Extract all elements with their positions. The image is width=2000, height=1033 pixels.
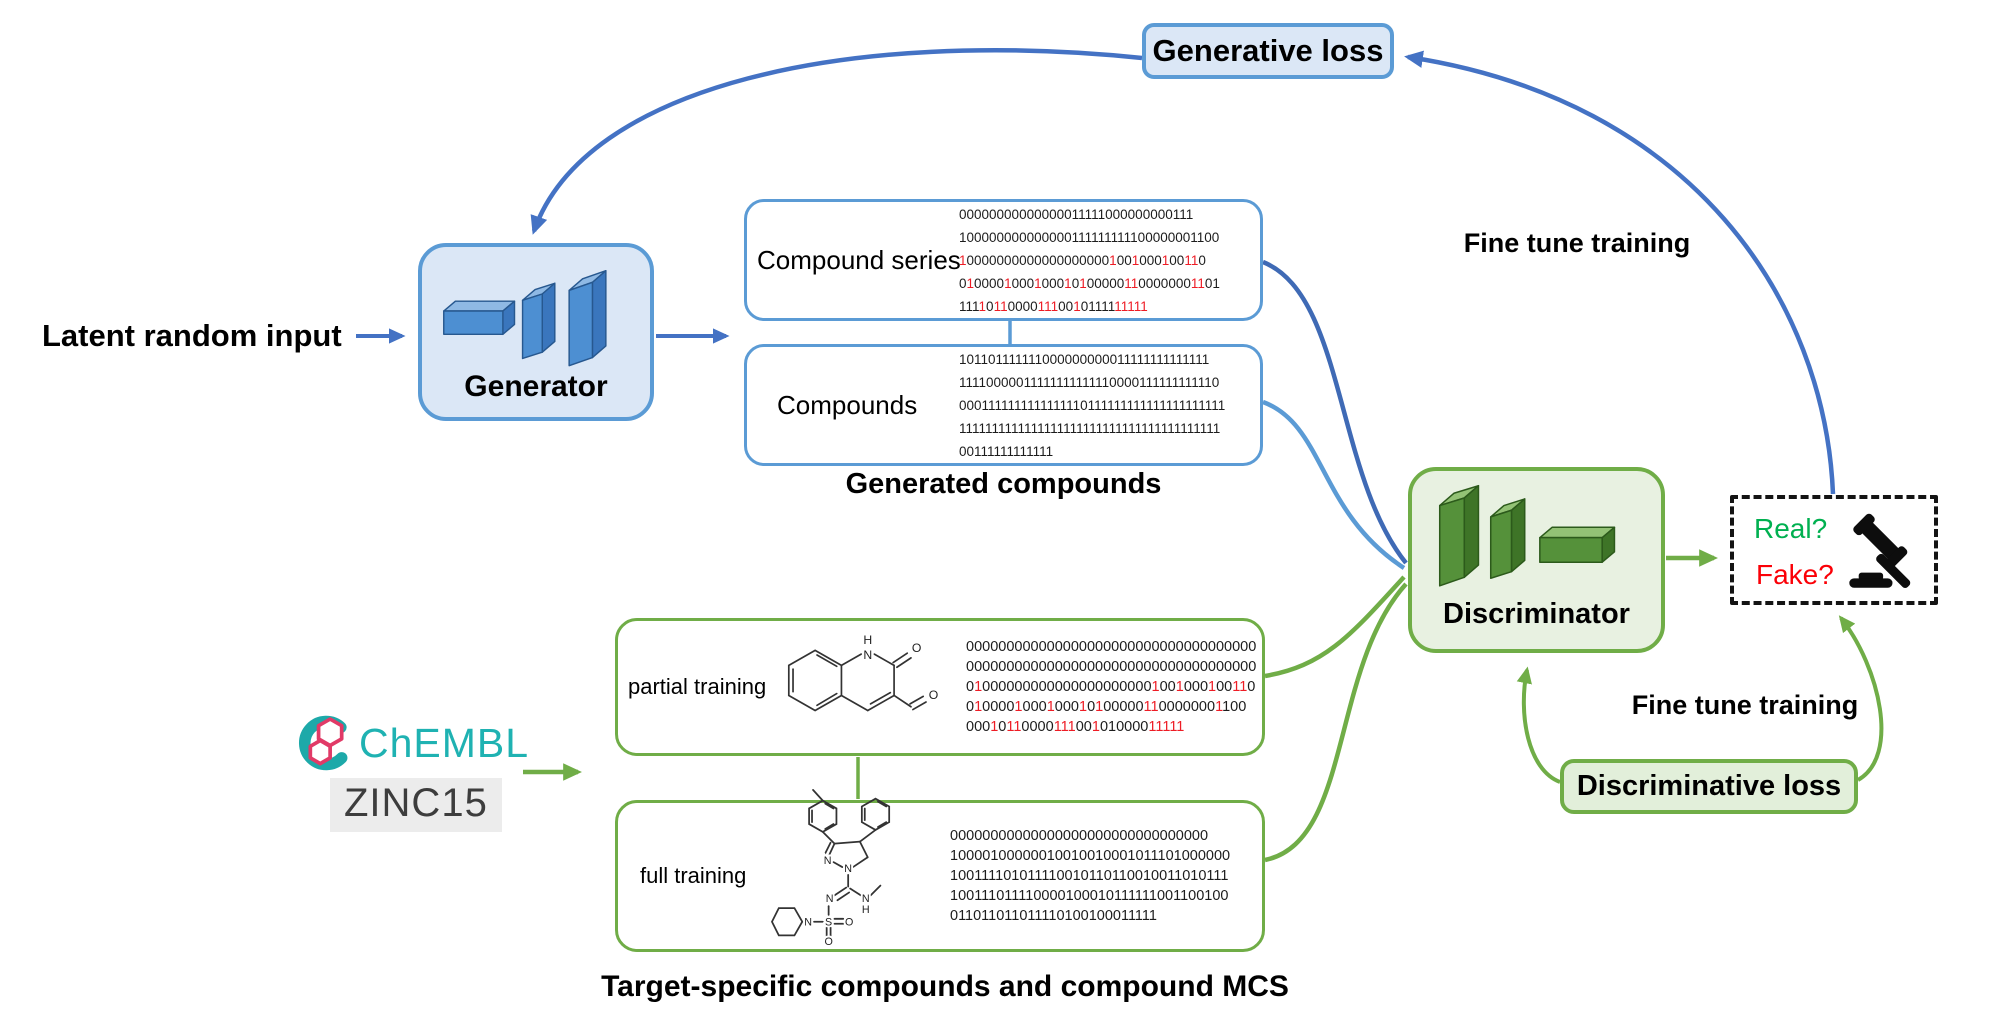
svg-text:O: O (929, 688, 939, 702)
svg-text:N: N (863, 648, 872, 662)
fine-tune-training-top-label: Fine tune training (1463, 228, 1691, 258)
svg-text:N: N (844, 863, 852, 875)
fine-tune-training-bottom-label: Fine tune training (1631, 690, 1859, 720)
partial-training-box: partial training H N O (615, 618, 1265, 756)
partial-training-binary: 000000000000000000000000000000000000 000… (966, 639, 1257, 735)
judge-box: Real? Fake? (1730, 495, 1938, 605)
partial-training-label: partial training (628, 674, 767, 699)
compounds-binary: 101101111111000000000011111111111111 111… (959, 351, 1226, 459)
generator-label: Generator (464, 370, 608, 403)
compounds-box: Compounds 101101111111000000000011111111… (744, 344, 1263, 466)
svg-text:O: O (845, 917, 853, 929)
real-label: Real? (1754, 513, 1828, 544)
fake-label: Fake? (1756, 559, 1834, 590)
svg-text:O: O (912, 641, 922, 655)
curve-compounds-to-discriminator (1262, 399, 1406, 570)
target-specific-caption: Target-specific compounds and compound M… (601, 970, 1289, 1003)
curve-full-to-discriminator (1264, 582, 1408, 863)
chembl-label: ChEMBL (359, 719, 530, 766)
compound-series-binary: 00000000000000011111000000000111 1000000… (959, 206, 1220, 314)
compound-series-box: Compound series 000000000000000111110000… (744, 199, 1263, 321)
curve-discloss-to-discriminator (1516, 666, 1561, 784)
chembl-logo-icon (299, 715, 348, 771)
data-sources: ChEMBL ZINC15 (293, 712, 529, 832)
svg-text:N: N (804, 917, 812, 929)
curve-partial-to-discriminator (1264, 575, 1406, 679)
svg-text:N: N (826, 893, 834, 905)
svg-text:N: N (824, 855, 832, 867)
latent-random-input-label: Latent random input (42, 318, 342, 353)
compounds-label: Compounds (777, 389, 918, 420)
gavel-icon (1849, 513, 1911, 588)
compound-series-label: Compound series (757, 244, 961, 275)
svg-text:S: S (825, 917, 832, 929)
full-training-box: full training (615, 789, 1265, 952)
svg-text:O: O (824, 936, 832, 948)
full-training-binary: 00000000000000000000000000000000 1000010… (950, 828, 1231, 924)
discriminative-loss-box: Discriminative loss (1560, 759, 1858, 814)
generative-loss-label: Generative loss (1152, 33, 1384, 68)
curve-series-to-discriminator (1262, 259, 1408, 565)
svg-text:N: N (862, 893, 870, 905)
curve-discloss-to-judge (1838, 615, 1884, 782)
discriminative-loss-label: Discriminative loss (1576, 770, 1842, 802)
generator-network-icon (443, 270, 607, 367)
curve-generative-loss-to-generator (530, 48, 1143, 235)
svg-text:H: H (863, 635, 872, 647)
zinc15-label: ZINC15 (330, 778, 502, 832)
curve-judge-to-generative-loss (1404, 50, 1836, 495)
generated-compounds-caption: Generated compounds (845, 468, 1162, 500)
discriminator-network-icon (1438, 484, 1615, 587)
svg-text:H: H (862, 904, 870, 916)
generator-box: Generator (418, 243, 654, 421)
discriminator-label: Discriminator (1443, 598, 1630, 630)
full-training-label: full training (640, 863, 747, 888)
generative-loss-box: Generative loss (1142, 23, 1394, 79)
partial-molecule-structure: H N O O (787, 635, 941, 712)
full-molecule-structure: N N N N H S O O N (770, 789, 891, 950)
discriminator-box: Discriminator (1408, 467, 1665, 653)
